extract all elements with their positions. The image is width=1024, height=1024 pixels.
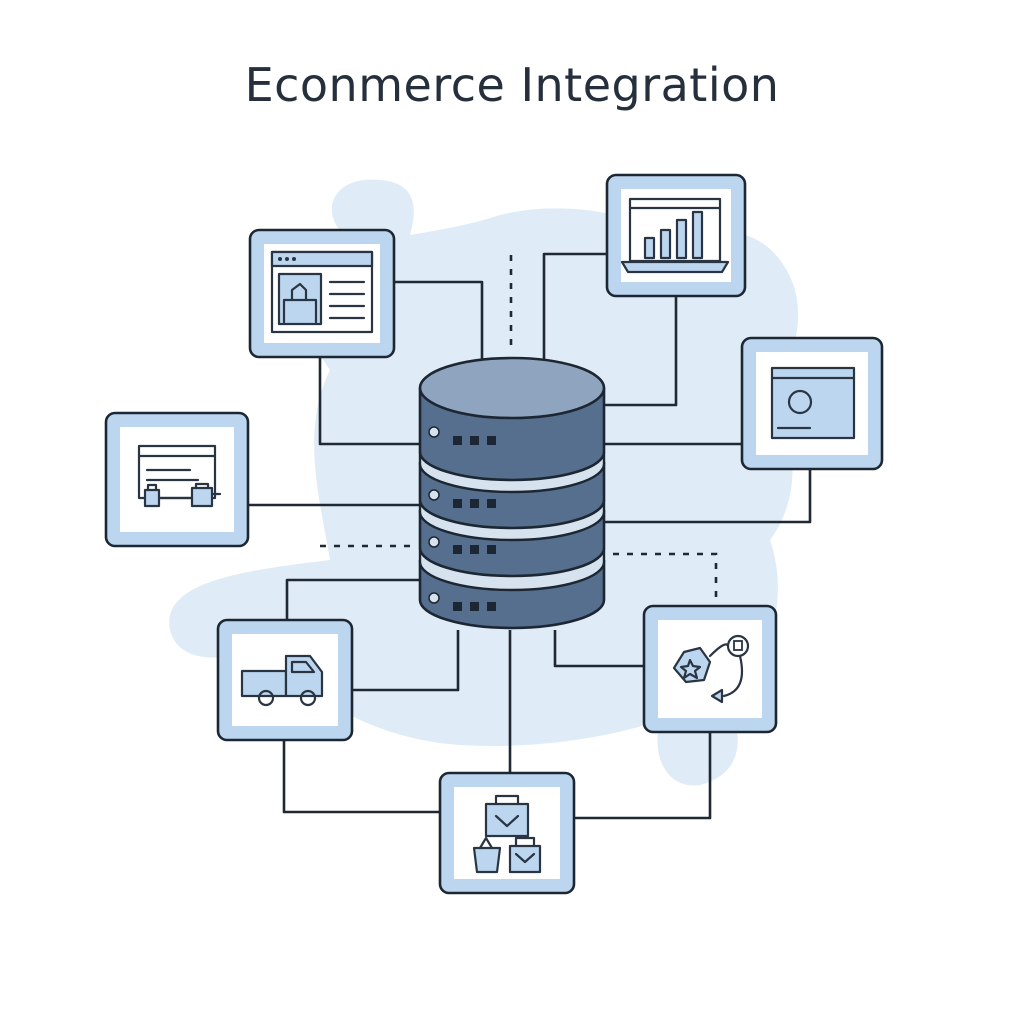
node-checkout: [104, 411, 250, 548]
node-inventory: [438, 771, 576, 895]
shopping-bags-icon: [472, 794, 542, 874]
bar-chart-laptop-icon: [620, 197, 730, 274]
node-shipping: [216, 618, 354, 742]
product-window-icon: [770, 366, 856, 440]
delivery-truck-icon: [240, 654, 324, 707]
diagram-title: Econmerce Integration: [244, 58, 780, 112]
dashed-connectors: [320, 255, 718, 606]
node-loyalty: [642, 604, 778, 734]
database-server-icon: [418, 356, 606, 630]
browser-cart-icon: [137, 444, 222, 508]
node-storefront: [248, 228, 396, 359]
node-product-display: [740, 336, 884, 471]
connector-lines: [248, 252, 812, 820]
node-analytics: [605, 173, 747, 298]
star-badge-flow-icon: [672, 634, 750, 704]
storefront-webpage-icon: [270, 250, 374, 334]
